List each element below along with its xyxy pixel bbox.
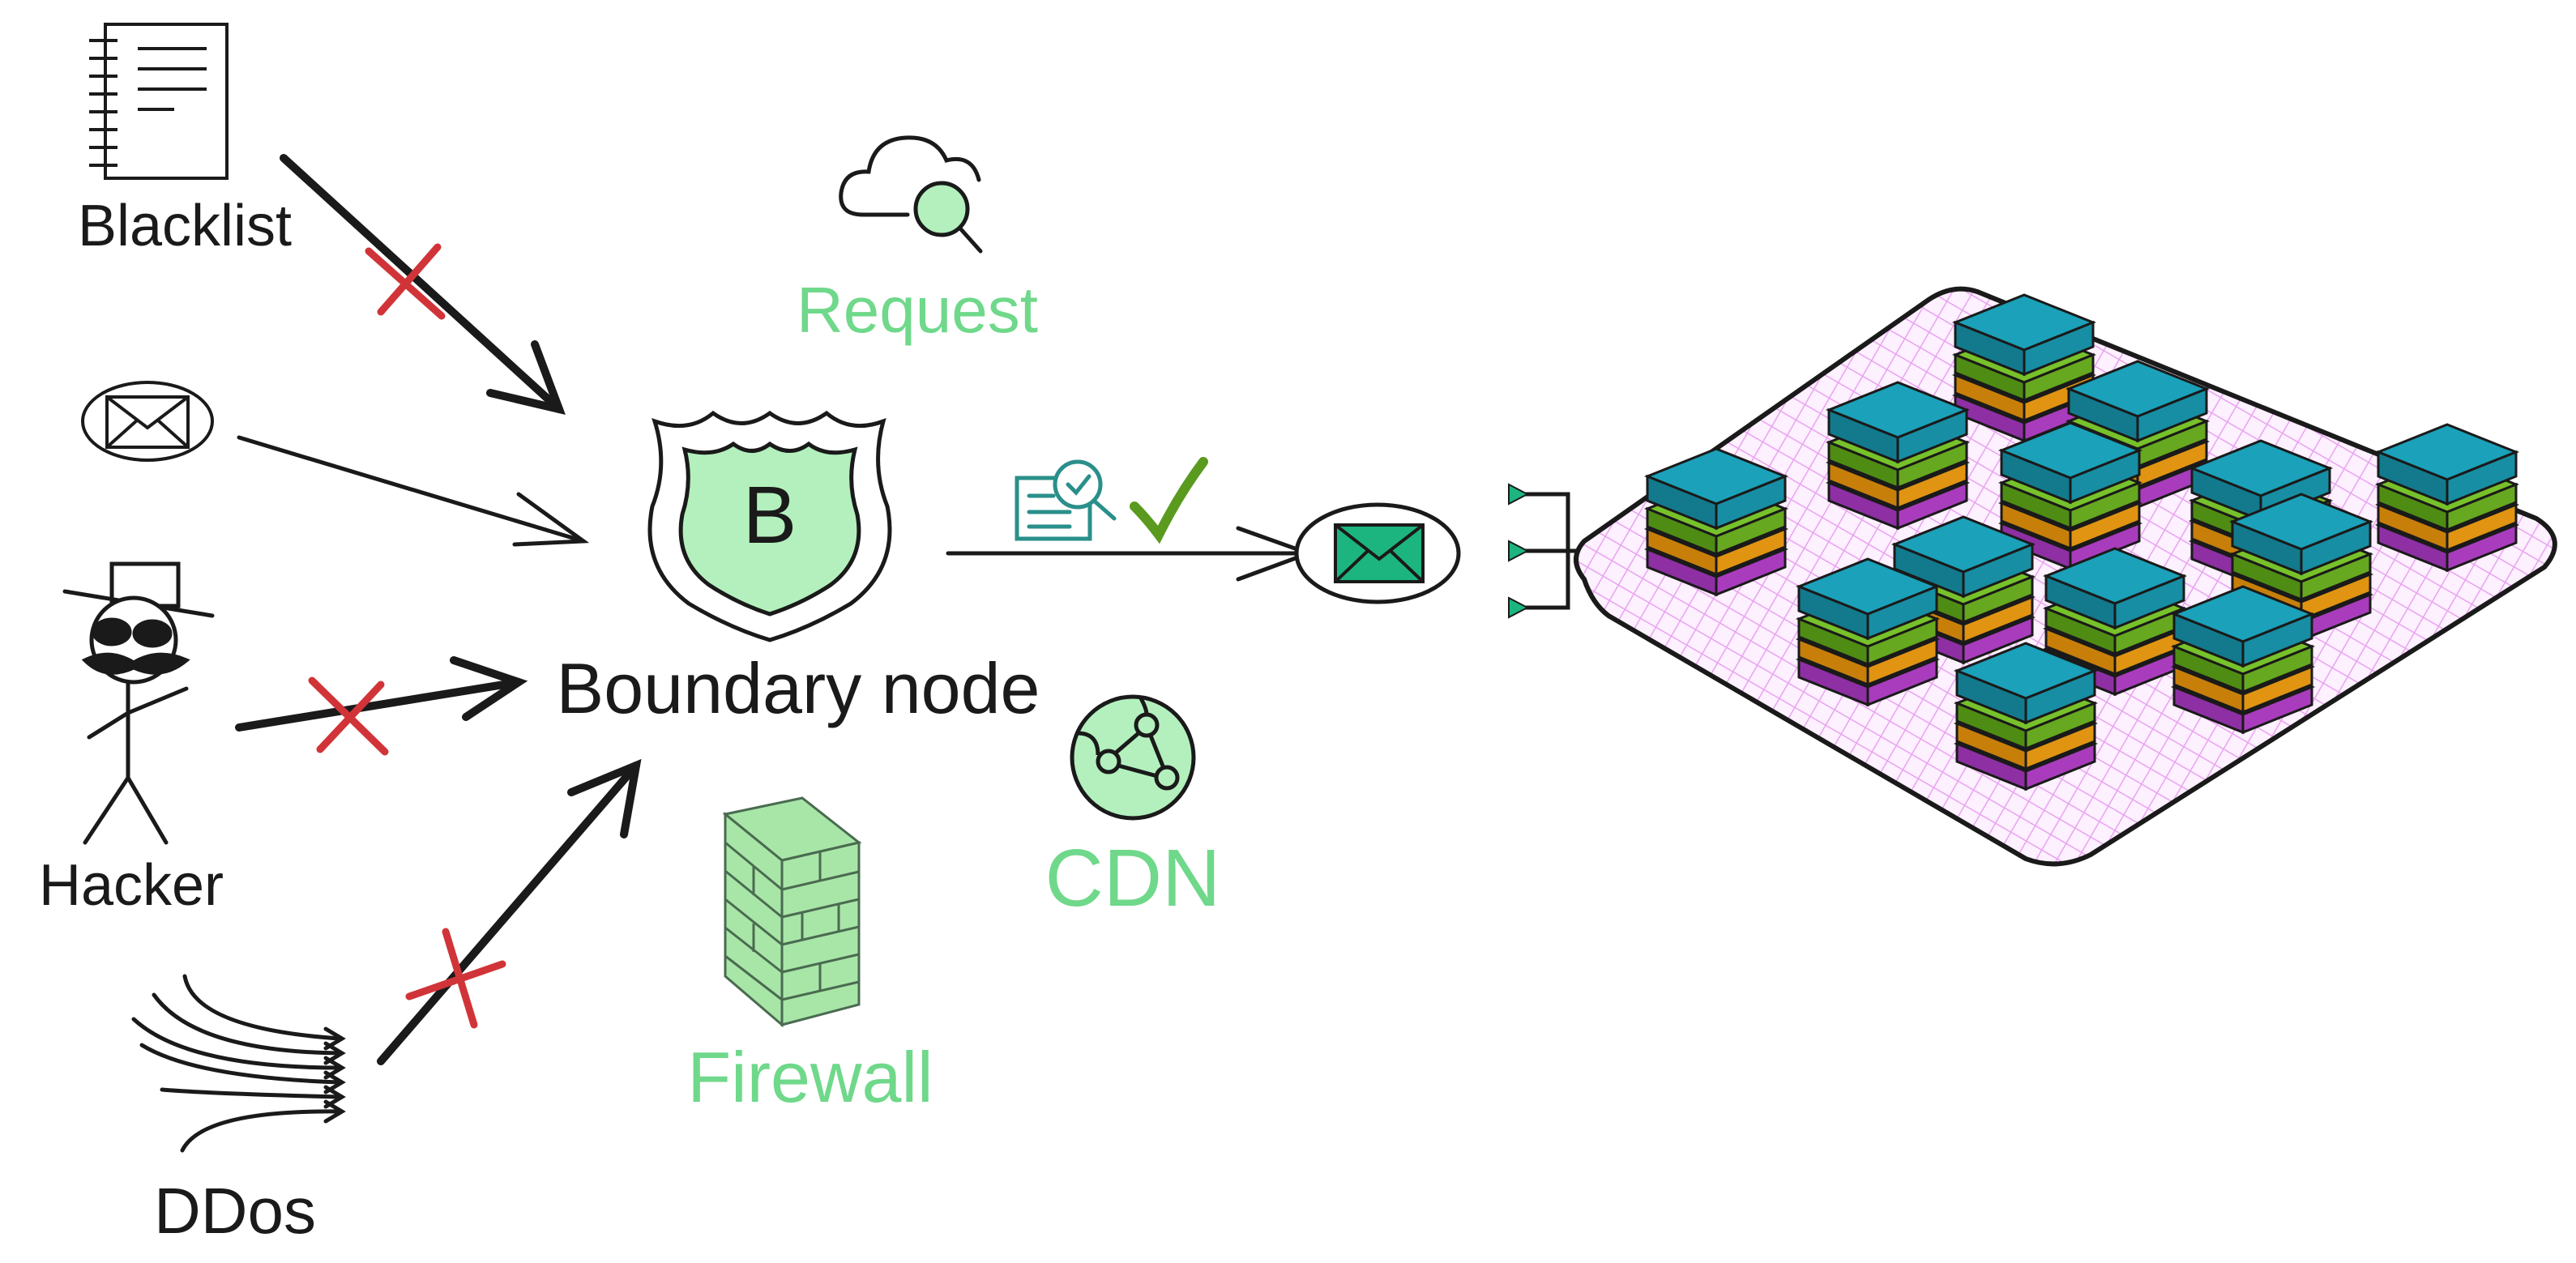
request-label: Request	[797, 274, 1038, 346]
server-stack-icon	[1797, 557, 1938, 706]
server-stack-icon	[1955, 642, 2096, 791]
blocked-x-icon	[308, 676, 389, 756]
server-stack-icon	[2172, 585, 2313, 734]
server-stack-icon	[1827, 381, 1968, 530]
ddos-label: DDos	[154, 1175, 316, 1247]
approved-arrow	[946, 526, 1315, 582]
shield-icon	[647, 410, 892, 642]
forwarded-envelope-icon	[1294, 502, 1461, 604]
firewall-label: Firewall	[687, 1037, 933, 1117]
server-stack-icon	[1646, 447, 1787, 596]
blocked-x-icon	[405, 928, 506, 1029]
server-stack-icon	[2377, 423, 2518, 572]
hacker-icon	[62, 561, 215, 845]
blocked-x-icon	[365, 243, 446, 320]
ddos-arrow	[377, 758, 642, 1065]
email-arrow	[237, 435, 590, 547]
brick-wall-icon	[722, 796, 862, 1028]
document-search-icon	[1015, 459, 1117, 541]
cloud-search-icon	[839, 135, 983, 254]
network-globe-icon	[1070, 694, 1196, 821]
hacker-arrow	[235, 656, 528, 732]
checkmark-icon	[1130, 457, 1208, 544]
server-cluster	[1574, 286, 2557, 867]
blacklist-arrow	[280, 154, 566, 416]
flood-arrows-icon	[131, 974, 346, 1153]
blacklist-label: Blacklist	[78, 194, 292, 258]
shield-letter: B	[743, 470, 797, 561]
envelope-icon	[81, 381, 214, 462]
blacklist-icon	[89, 23, 229, 180]
hacker-label: Hacker	[39, 853, 224, 918]
boundary-node-label: Boundary node	[557, 648, 1040, 728]
cdn-label: CDN	[1045, 833, 1221, 924]
